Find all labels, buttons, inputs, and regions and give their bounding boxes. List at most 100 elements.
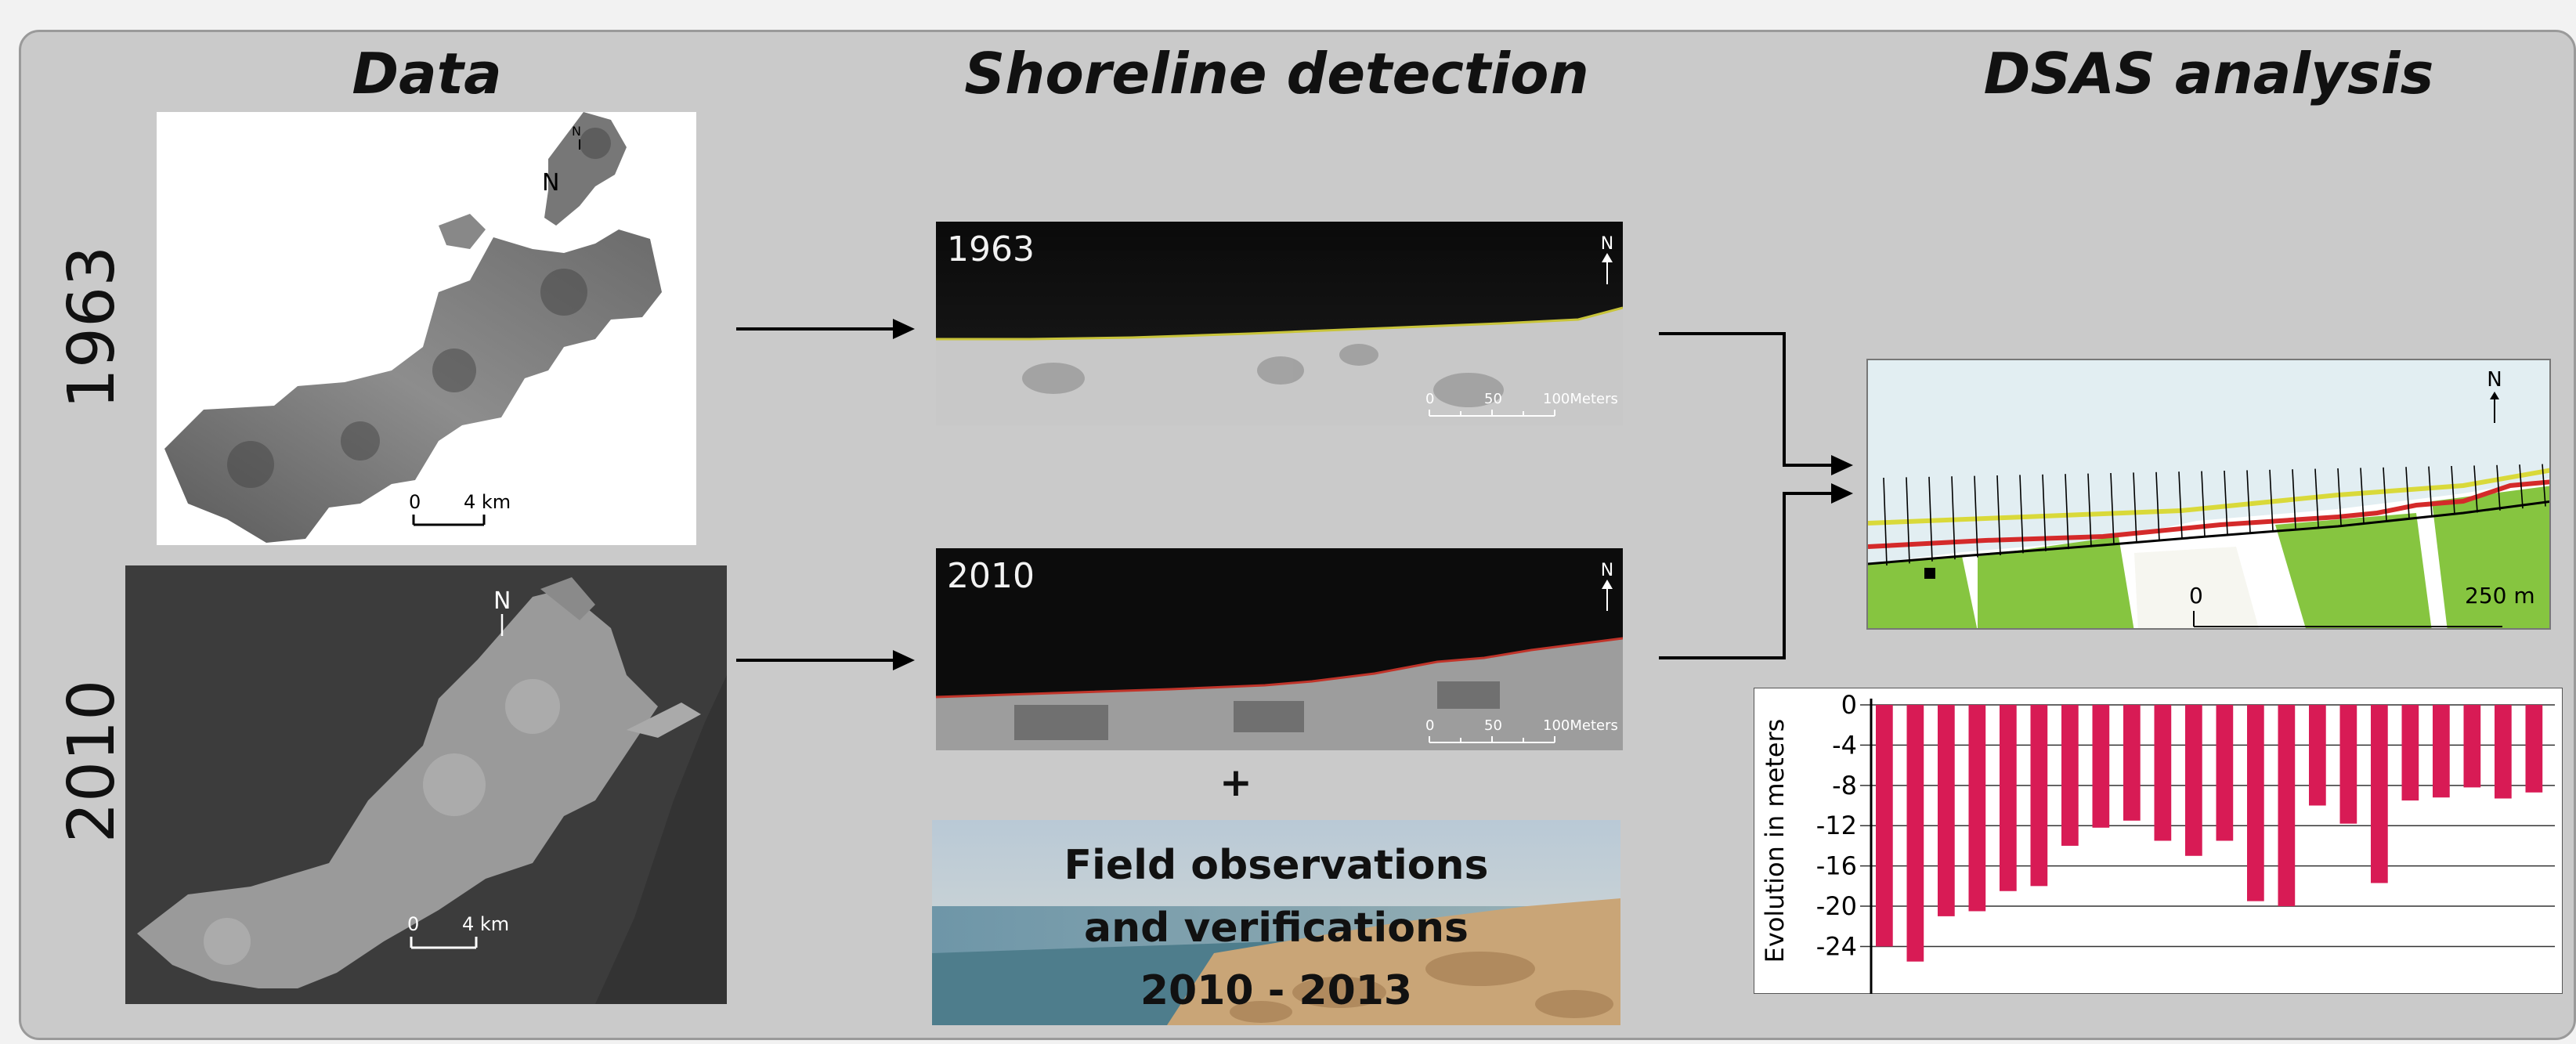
column-title-dsas: DSAS analysis bbox=[1983, 41, 2434, 107]
evolution-bar-chart: Evolution in meters 0-4-8-12-16-20-24 bbox=[1753, 687, 2563, 995]
north-label-photo-2010: N bbox=[1601, 561, 1613, 580]
transect-line bbox=[2042, 474, 2047, 551]
bar bbox=[2123, 705, 2141, 821]
plus-sign: + bbox=[1219, 760, 1252, 805]
column-title-data: Data bbox=[352, 41, 502, 107]
transect-line bbox=[2019, 475, 2024, 554]
transect-line bbox=[2496, 464, 2501, 511]
scale-zero-2010: 0 bbox=[407, 913, 419, 935]
dsas-scale-end: 250 m bbox=[2465, 583, 2535, 609]
transect-line bbox=[2383, 467, 2387, 521]
bracket-arrows-to-dsas bbox=[1659, 329, 1862, 666]
transect-line bbox=[2065, 474, 2069, 550]
field-observations-photo: Field observations and verifications 201… bbox=[932, 820, 1620, 1025]
map-2010: N 0 4 km bbox=[125, 565, 727, 1004]
bar bbox=[2216, 705, 2234, 841]
arrow-1963-to-shoreline bbox=[736, 309, 916, 349]
transect-line bbox=[2337, 468, 2342, 526]
bar bbox=[2185, 705, 2202, 856]
scale-100-photo-2010: 100Meters bbox=[1543, 717, 1618, 734]
y-tick-label: -20 bbox=[1816, 891, 1857, 921]
scale-0-photo-2010: 0 bbox=[1425, 717, 1434, 734]
bar bbox=[2247, 705, 2264, 901]
transect-line bbox=[2246, 470, 2251, 533]
bar-chart-svg: Evolution in meters 0-4-8-12-16-20-24 bbox=[1753, 687, 2563, 995]
bar bbox=[2433, 705, 2450, 798]
field-line-1: Field observations bbox=[1064, 842, 1489, 889]
bar bbox=[1876, 705, 1893, 947]
arrow-2010-to-shoreline bbox=[736, 641, 916, 680]
photo-year-2010: 2010 bbox=[947, 556, 1035, 596]
transect-line bbox=[2269, 469, 2274, 531]
scale-label-2010: 4 km bbox=[462, 913, 509, 935]
transect-line bbox=[1883, 477, 1888, 566]
y-tick-label: -16 bbox=[1816, 851, 1857, 881]
svg-text:N: N bbox=[572, 124, 581, 139]
transect-line bbox=[1928, 476, 1933, 562]
scale-label-1963: 4 km bbox=[464, 491, 511, 513]
y-tick-label: -8 bbox=[1832, 771, 1857, 800]
north-label-2010-map: N bbox=[493, 587, 511, 615]
transect-line bbox=[2519, 464, 2524, 509]
scale-50-photo-1963: 50 bbox=[1484, 391, 1502, 407]
transect-line bbox=[2178, 471, 2183, 540]
map-1963: N N 0 4 km bbox=[157, 112, 696, 545]
bar bbox=[2309, 705, 2326, 806]
chart-y-axis-label: Evolution in meters bbox=[1760, 719, 1790, 963]
y-tick-label: 0 bbox=[1841, 690, 1857, 720]
transect-line bbox=[2087, 473, 2092, 547]
bar bbox=[2401, 705, 2419, 801]
north-label-dsas: N bbox=[2487, 368, 2502, 392]
year-label-1963: 1963 bbox=[55, 245, 129, 410]
bar bbox=[2371, 705, 2388, 883]
transect-line bbox=[1906, 477, 1910, 564]
scale-zero-1963: 0 bbox=[409, 491, 421, 513]
transect-line bbox=[2451, 465, 2455, 515]
photo-year-1963: 1963 bbox=[947, 229, 1035, 269]
transect-line bbox=[2542, 464, 2546, 507]
north-label-1963-map: N bbox=[542, 169, 559, 197]
field-line-3: 2010 - 2013 bbox=[1140, 967, 1413, 1014]
bar bbox=[2339, 705, 2357, 824]
bar bbox=[2463, 705, 2481, 788]
transect-line bbox=[2360, 468, 2365, 523]
dsas-scale-zero: 0 bbox=[2189, 583, 2203, 609]
bar bbox=[2154, 705, 2172, 841]
bar bbox=[2525, 705, 2543, 793]
north-label-photo-1963: N bbox=[1601, 234, 1613, 254]
transect-line bbox=[1951, 476, 1956, 560]
scale-0-photo-1963: 0 bbox=[1425, 391, 1434, 407]
transect-line bbox=[2428, 466, 2433, 517]
scale-50-photo-2010: 50 bbox=[1484, 717, 1502, 734]
y-tick-label: -24 bbox=[1816, 931, 1857, 961]
transect-line bbox=[2133, 472, 2137, 544]
transect-line bbox=[1974, 475, 1978, 558]
field-observations-text: Field observations and verifications 201… bbox=[932, 834, 1620, 1022]
transect-line bbox=[2201, 471, 2206, 537]
bar bbox=[2000, 705, 2017, 891]
field-line-2: and verifications bbox=[1084, 905, 1469, 952]
transect-line bbox=[2292, 469, 2296, 529]
shoreline-photo-2010: N 0 50 100Meters 2010 bbox=[936, 548, 1623, 750]
transect-line bbox=[2224, 470, 2228, 536]
transect-line bbox=[2155, 471, 2160, 541]
bar bbox=[1968, 705, 1986, 912]
bar bbox=[2092, 705, 2110, 828]
transect-line bbox=[2405, 467, 2410, 519]
shoreline-photo-1963: N 0 50 100Meters 1963 bbox=[936, 222, 1623, 425]
bar bbox=[2061, 705, 2079, 846]
y-tick-label: -12 bbox=[1816, 811, 1857, 840]
dsas-map: N 0 250 m bbox=[1866, 359, 2551, 630]
year-label-2010: 2010 bbox=[55, 679, 129, 844]
bar bbox=[2495, 705, 2512, 799]
bar bbox=[1906, 705, 1924, 962]
transect-line bbox=[2473, 465, 2478, 513]
transect-line bbox=[1996, 475, 2001, 556]
transect-line bbox=[2110, 472, 2115, 546]
bar bbox=[2278, 705, 2296, 907]
transect-line bbox=[2314, 468, 2319, 527]
bar bbox=[2030, 705, 2048, 887]
scale-100-photo-1963: 100Meters bbox=[1543, 391, 1618, 407]
column-title-shoreline: Shoreline detection bbox=[964, 41, 1589, 107]
bar bbox=[1938, 705, 1955, 916]
